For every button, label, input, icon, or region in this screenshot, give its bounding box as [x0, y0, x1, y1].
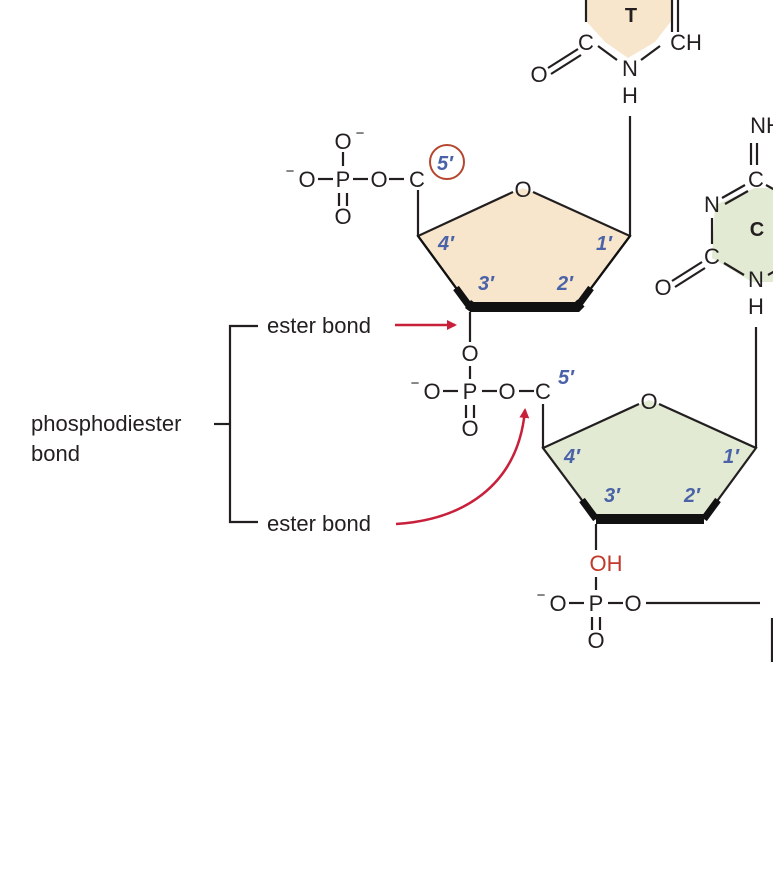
- link-ester-oxygen-3prime: O: [461, 341, 478, 366]
- ester-bond-label-top: ester bond: [267, 313, 371, 338]
- thymine-c-atom: C: [578, 30, 594, 55]
- bottom-3prime-hydroxyl: OH: [590, 551, 623, 576]
- bottom-c2-label: 2′: [683, 485, 701, 507]
- top-phosphate-o-down: O: [334, 204, 351, 229]
- top-o-up-charge: −: [356, 125, 365, 142]
- bottom-phosphate-o-right: O: [624, 591, 641, 616]
- bottom-c1-label: 1′: [723, 446, 740, 468]
- cytosine-c-top: C: [748, 167, 764, 192]
- top-c5-label: 5′: [437, 153, 454, 175]
- cytosine-n-bottom: N: [748, 267, 764, 292]
- top-ester-oxygen: O: [370, 167, 387, 192]
- top-sugar-ring: [418, 188, 630, 307]
- link-phosphate-o-down: O: [461, 416, 478, 441]
- thymine-carbonyl-o: O: [530, 62, 547, 87]
- bottom-sugar-ring: [543, 400, 756, 519]
- top-phosphate-o-up: O: [334, 129, 351, 154]
- top-phosphate-o-left: O: [298, 167, 315, 192]
- cytosine-label: C: [750, 219, 764, 241]
- top-c5-carbon: C: [409, 167, 425, 192]
- top-c1-label: 1′: [596, 233, 613, 255]
- cytosine-carbonyl-o: O: [654, 275, 671, 300]
- phosphodiester-label-line1: phosphodiester: [31, 411, 181, 436]
- bottom-phosphate-o-down: O: [587, 628, 604, 653]
- bottom-c4-label: 4′: [563, 446, 581, 468]
- top-c2-label: 2′: [556, 273, 574, 295]
- thymine-label: T: [625, 5, 637, 27]
- top-nucleotide: T C CH N H O O 1′ 2′ 3′ 4′ C 5′ O P: [286, 0, 702, 312]
- thymine-n-atom: N: [622, 56, 638, 81]
- bottom-nucleotide: NH C N C C N H O O 1′ 2′ 3′ 4′ OH: [537, 113, 773, 662]
- top-phosphorus: P: [336, 167, 351, 192]
- ester-bond-arrow-bottom: [395, 408, 530, 526]
- bottom-c5-carbon: C: [535, 379, 551, 404]
- top-c4-label: 4′: [437, 233, 455, 255]
- cytosine-ring: [712, 188, 773, 282]
- ester-bond-label-bottom: ester bond: [267, 511, 371, 536]
- bottom-o-left-charge: −: [537, 587, 546, 604]
- thymine-h-atom: H: [622, 83, 638, 108]
- bottom-phosphorus: P: [589, 591, 604, 616]
- top-5-prime-circle: [429, 144, 465, 180]
- phosphodiester-label-line2: bond: [31, 441, 80, 466]
- linking-phosphate: O P O − O C 5′ O: [411, 312, 575, 441]
- cytosine-c-bottom: C: [704, 244, 720, 269]
- bracket: [228, 324, 258, 524]
- bottom-phosphate-o-left: O: [549, 591, 566, 616]
- link-phosphate-o-left: O: [423, 379, 440, 404]
- bottom-c3-label: 3′: [604, 485, 621, 507]
- thymine-ch-atom: CH: [670, 30, 702, 55]
- bottom-c5-label: 5′: [558, 367, 575, 389]
- cytosine-nh-atom: NH: [750, 113, 773, 138]
- link-o-left-charge: −: [411, 375, 420, 392]
- link-phosphorus: P: [463, 379, 478, 404]
- cytosine-h-atom: H: [748, 294, 764, 319]
- thymine-ring: [585, 0, 672, 58]
- annotations: phosphodiester bond ester bond ester bon…: [31, 313, 530, 536]
- top-ring-oxygen: O: [514, 177, 531, 202]
- link-ester-oxygen-5prime: O: [498, 379, 515, 404]
- top-c3-label: 3′: [478, 273, 495, 295]
- bottom-ring-oxygen: O: [640, 389, 657, 414]
- cytosine-n-left: N: [704, 192, 720, 217]
- top-o-left-charge: −: [286, 163, 295, 180]
